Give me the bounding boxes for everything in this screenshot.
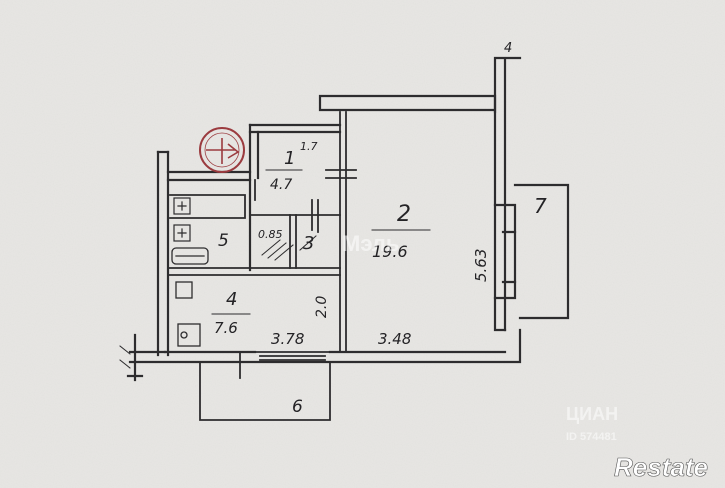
watermark-center: Мэль [342, 231, 399, 256]
room-5-area: 0.85 [258, 228, 283, 241]
dim-corridor: 1.7 [300, 140, 318, 153]
room-1-area: 4.7 [270, 177, 292, 193]
room-1-number: 1 [284, 148, 295, 169]
axis-tag: 4 [504, 41, 512, 56]
sink-icon [171, 247, 209, 265]
orientation-stamp-icon [199, 127, 245, 173]
watermark-cian-id: ID 574481 [566, 431, 617, 443]
room-2-number: 2 [397, 202, 411, 227]
door-ticks [119, 235, 317, 369]
watermark-cian: ЦИАН [566, 404, 618, 424]
dim-living-depth: 5.63 [472, 249, 490, 282]
dim-kitchen-width: 3.78 [271, 330, 304, 348]
room-4-number: 4 [226, 289, 237, 310]
dim-living-width: 3.48 [378, 330, 411, 348]
stove-icon [175, 281, 201, 347]
room-7-number: 7 [534, 194, 547, 218]
room-2-area: 19.6 [372, 242, 408, 261]
dim-kitchen-depth: 2.0 [314, 296, 330, 318]
room-3-number: 3 [303, 233, 314, 254]
inner-walls [167, 111, 357, 421]
brand-logo: Restate [614, 452, 708, 482]
room-6-number: 6 [292, 397, 303, 417]
bathtub-icon [173, 197, 191, 242]
room-5-number: 5 [218, 231, 229, 251]
room-4-area: 7.6 [214, 319, 238, 337]
